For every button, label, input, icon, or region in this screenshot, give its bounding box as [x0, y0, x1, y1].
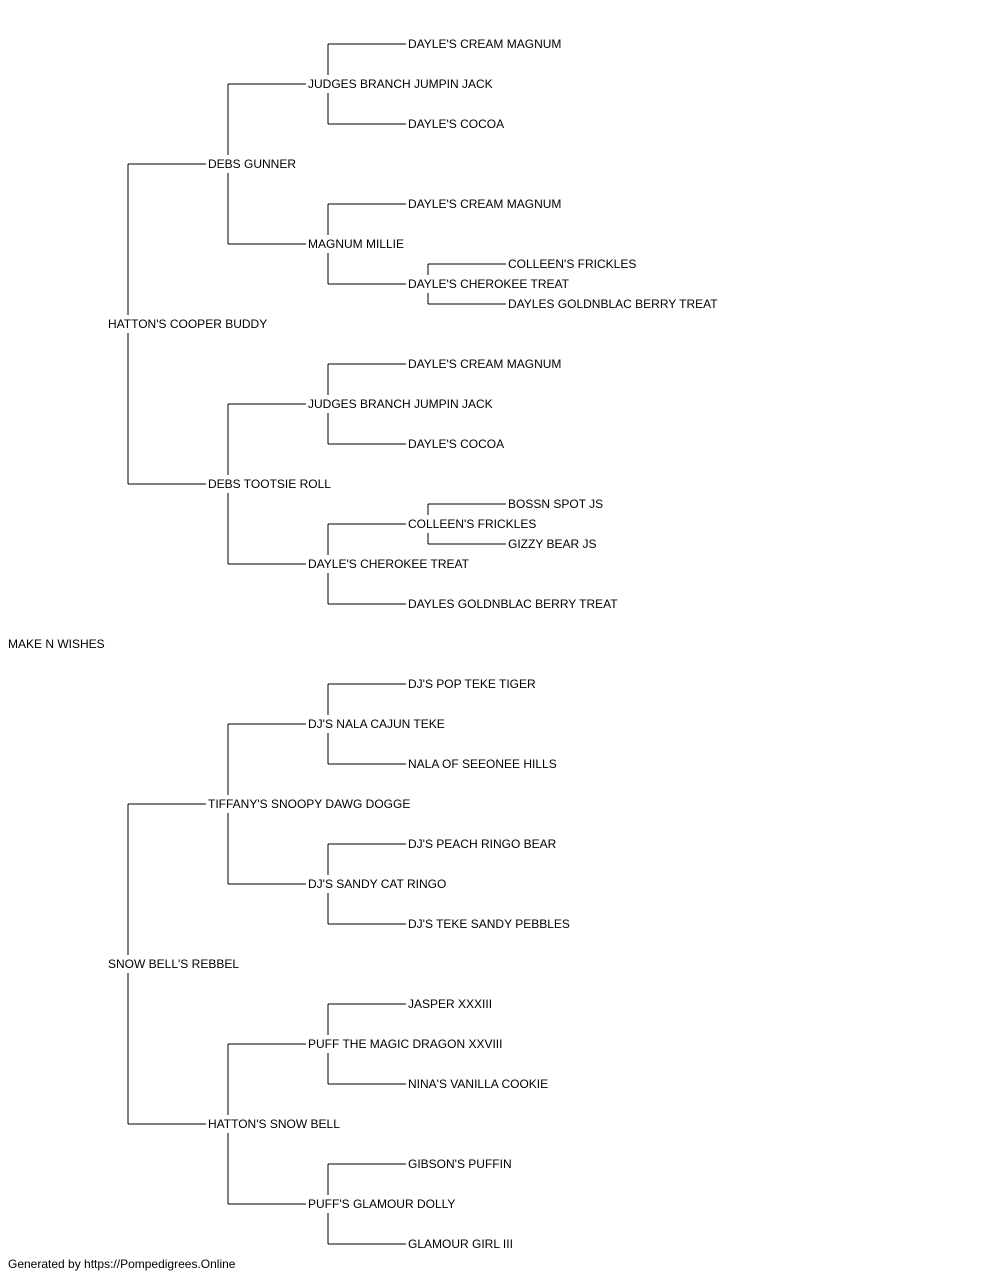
- dog-name-pedigree.sire.sire.dam.sire: DAYLE'S CREAM MAGNUM: [408, 197, 561, 211]
- dog-name-pedigree.dam.dam.dam.dam: GLAMOUR GIRL III: [408, 1237, 513, 1251]
- dog-name-pedigree.dam.dam: HATTON'S SNOW BELL: [208, 1117, 340, 1131]
- dog-name-pedigree.dam.dam.sire.sire: JASPER XXXIII: [408, 997, 492, 1011]
- dog-name-pedigree.dam.sire.sire.sire: DJ'S POP TEKE TIGER: [408, 677, 536, 691]
- dog-name-pedigree.sire.sire.dam.dam: DAYLE'S CHEROKEE TREAT: [408, 277, 570, 291]
- dog-name-pedigree.dam.sire.sire.dam: NALA OF SEEONEE HILLS: [408, 757, 557, 771]
- pedigree-labels: MAKE N WISHES HATTON'S COOPER BUDDY DEBS G…: [8, 37, 718, 1251]
- dog-name-pedigree.sire.dam.dam: DAYLE'S CHEROKEE TREAT: [308, 557, 470, 571]
- dog-name-pedigree.dam.sire: TIFFANY'S SNOOPY DAWG DOGGE: [208, 797, 410, 811]
- dog-name-pedigree.sire.sire: DEBS GUNNER: [208, 157, 296, 171]
- dog-name-pedigree.sire.dam.sire.dam: DAYLE'S COCOA: [408, 437, 504, 451]
- dog-name-pedigree.dam.sire.dam: DJ'S SANDY CAT RINGO: [308, 877, 446, 891]
- dog-name-pedigree.sire.dam.dam.sire.sire: BOSSN SPOT JS: [508, 497, 603, 511]
- dog-name-pedigree.dam.dam.dam: PUFF'S GLAMOUR DOLLY: [308, 1197, 455, 1211]
- dog-name-pedigree.sire.sire.sire: JUDGES BRANCH JUMPIN JACK: [308, 77, 493, 91]
- dog-name-pedigree.sire.dam.dam.sire: COLLEEN'S FRICKLES: [408, 517, 536, 531]
- dog-name-pedigree.dam: SNOW BELL'S REBBEL: [108, 957, 239, 971]
- dog-name-pedigree.sire.sire.dam.dam.dam: DAYLES GOLDNBLAC BERRY TREAT: [508, 297, 718, 311]
- dog-name-pedigree.sire.dam.dam.sire.dam: GIZZY BEAR JS: [508, 537, 596, 551]
- dog-name-pedigree.dam.dam.dam.sire: GIBSON'S PUFFIN: [408, 1157, 512, 1171]
- dog-name-pedigree.dam.sire.dam.sire: DJ'S PEACH RINGO BEAR: [408, 837, 557, 851]
- dog-name-pedigree.dam.sire.sire: DJ'S NALA CAJUN TEKE: [308, 717, 445, 731]
- dog-name-pedigree.sire.dam.sire: JUDGES BRANCH JUMPIN JACK: [308, 397, 493, 411]
- dog-name-pedigree.sire.sire.dam.dam.sire: COLLEEN'S FRICKLES: [508, 257, 636, 271]
- dog-name-pedigree.dam.dam.sire.dam: NINA'S VANILLA COOKIE: [408, 1077, 548, 1091]
- dog-name-pedigree.sire.dam.dam.dam: DAYLES GOLDNBLAC BERRY TREAT: [408, 597, 618, 611]
- pedigree-links: [127, 43, 506, 1245]
- footer-credit: Generated by https://Pompedigrees.Online: [8, 1257, 236, 1271]
- dog-name-pedigree: MAKE N WISHES: [8, 637, 105, 651]
- dog-name-pedigree.sire.sire.dam: MAGNUM MILLIE: [308, 237, 404, 251]
- dog-name-pedigree.sire.sire.sire.sire: DAYLE'S CREAM MAGNUM: [408, 37, 561, 51]
- dog-name-pedigree.sire.dam: DEBS TOOTSIE ROLL: [208, 477, 331, 491]
- dog-name-pedigree.dam.sire.dam.dam: DJ'S TEKE SANDY PEBBLES: [408, 917, 570, 931]
- dog-name-pedigree.sire.sire.sire.dam: DAYLE'S COCOA: [408, 117, 504, 131]
- dog-name-pedigree.dam.dam.sire: PUFF THE MAGIC DRAGON XXVIII: [308, 1037, 502, 1051]
- dog-name-pedigree.sire: HATTON'S COOPER BUDDY: [108, 317, 267, 331]
- dog-name-pedigree.sire.dam.sire.sire: DAYLE'S CREAM MAGNUM: [408, 357, 561, 371]
